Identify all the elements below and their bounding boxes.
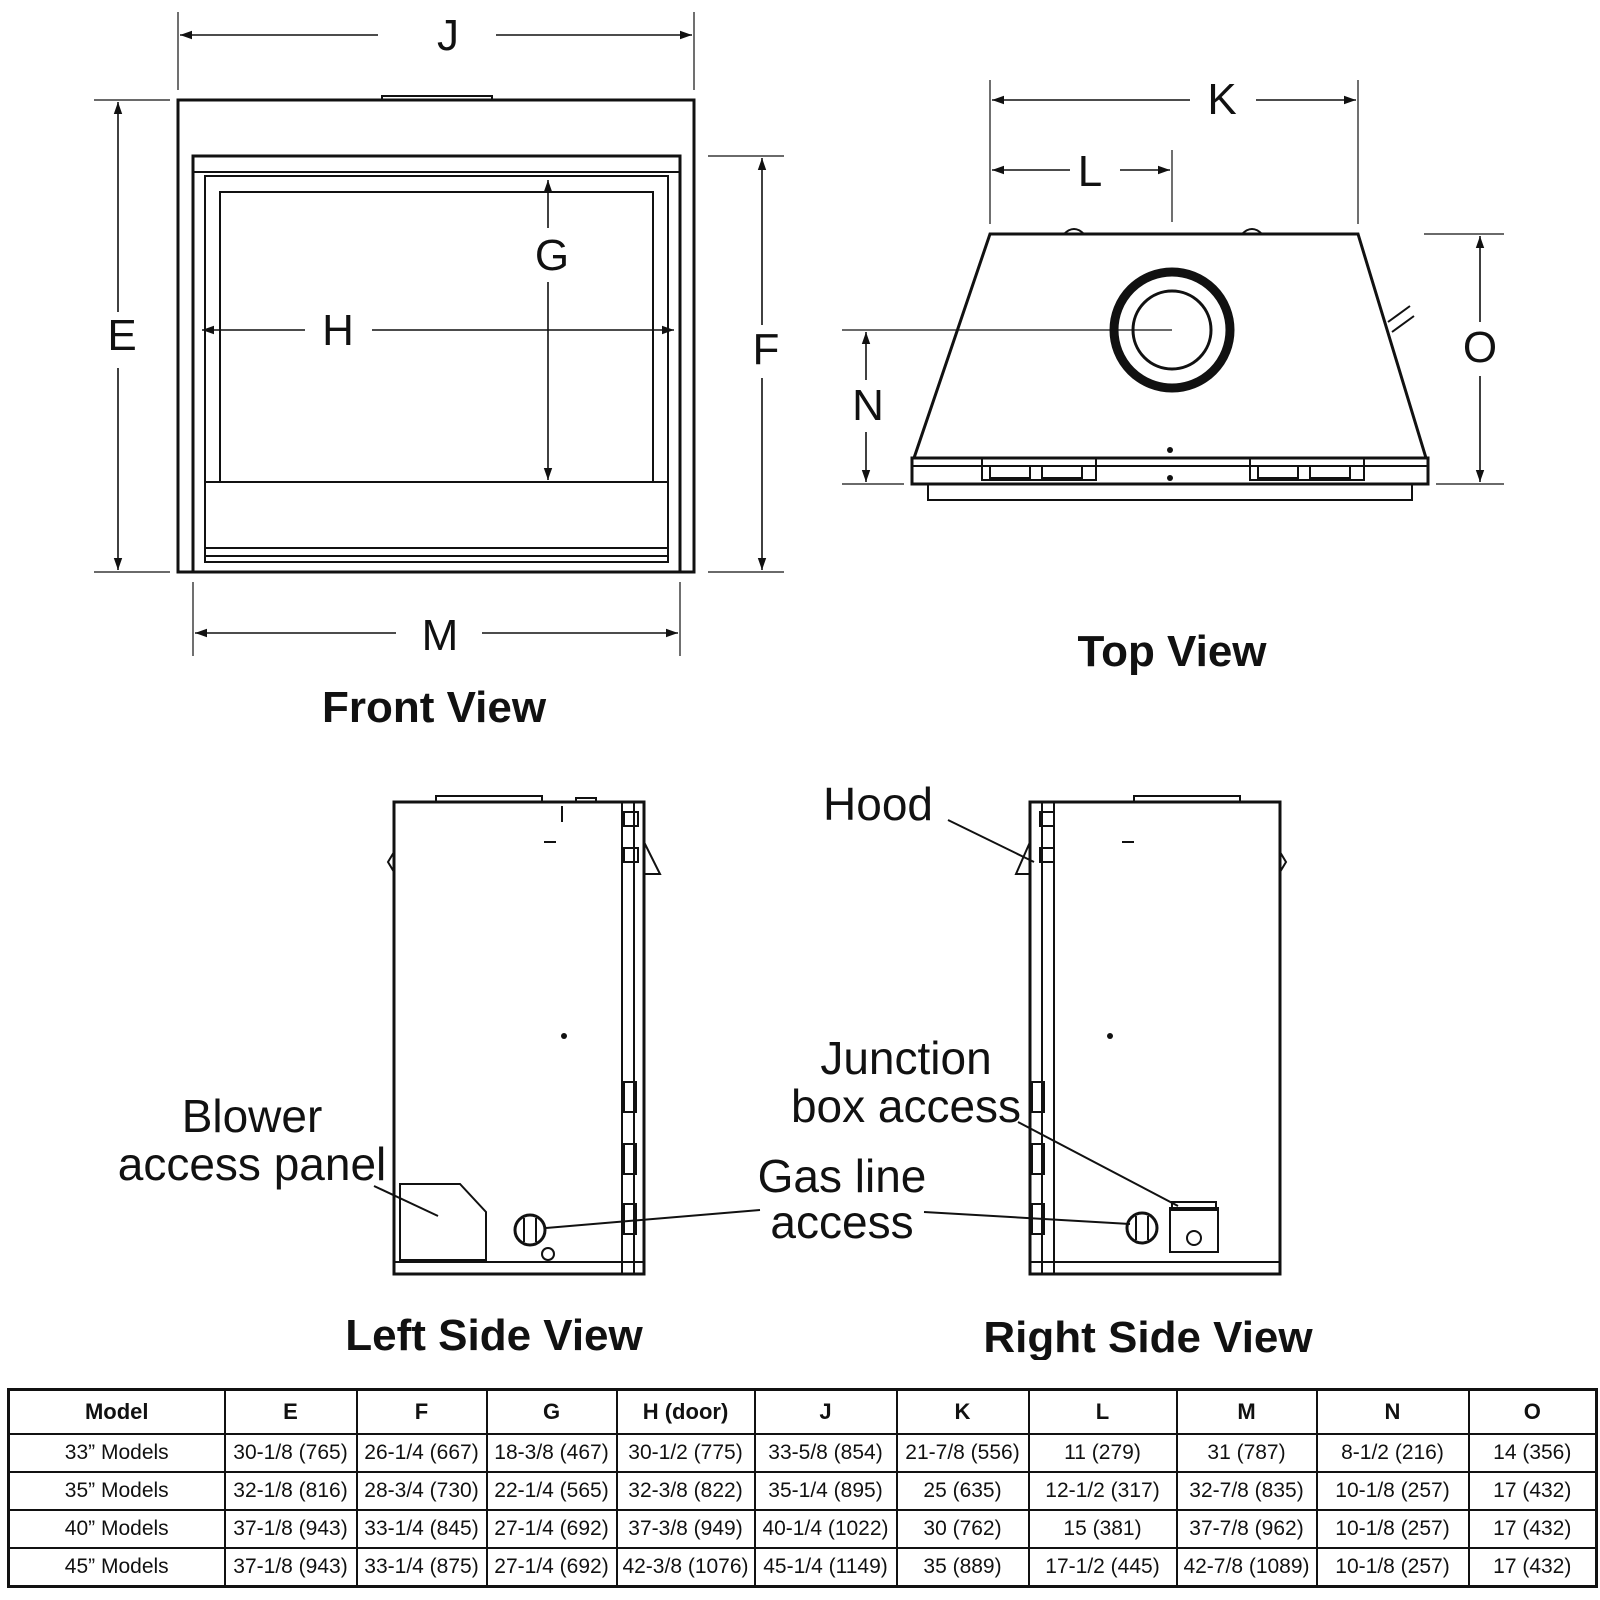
header-e: E xyxy=(223,1388,358,1435)
blower-label-line2: access panel xyxy=(118,1138,387,1190)
table-cell: 40” Models xyxy=(7,1509,226,1549)
junction-label-line2: box access xyxy=(791,1080,1021,1132)
table-row: 40” Models 37-1/8 (943) 33-1/4 (845) 27-… xyxy=(7,1509,1598,1549)
table-cell: 30-1/2 (775) xyxy=(615,1433,756,1473)
dimensions-table: Model E F G H (door) J K L M N O 33” Mod… xyxy=(7,1388,1598,1588)
right-side-view-title: Right Side View xyxy=(983,1313,1313,1360)
table-cell: 21-7/8 (556) xyxy=(895,1433,1030,1473)
dim-label-k: K xyxy=(1207,75,1236,124)
top-view-title: Top View xyxy=(1077,627,1267,676)
table-cell: 32-1/8 (816) xyxy=(223,1471,358,1511)
dim-label-e: E xyxy=(107,311,136,360)
dim-label-m: M xyxy=(422,611,459,660)
table-cell: 14 (356) xyxy=(1467,1433,1598,1473)
table-cell: 15 (381) xyxy=(1027,1509,1178,1549)
dim-label-h: H xyxy=(322,306,354,355)
table-cell: 22-1/4 (565) xyxy=(485,1471,618,1511)
table-cell: 32-3/8 (822) xyxy=(615,1471,756,1511)
table-cell: 42-7/8 (1089) xyxy=(1175,1547,1318,1588)
left-side-view: Blower access panel Left Side View xyxy=(118,795,761,1360)
table-cell: 30 (762) xyxy=(895,1509,1030,1549)
left-side-view-title: Left Side View xyxy=(345,1311,643,1360)
table-cell: 25 (635) xyxy=(895,1471,1030,1511)
table-cell: 17-1/2 (445) xyxy=(1027,1547,1178,1588)
hood-label: Hood xyxy=(823,778,933,830)
front-view: J E F G H M Front View xyxy=(94,11,784,732)
table-cell: 33-5/8 (854) xyxy=(753,1433,898,1473)
dim-label-j: J xyxy=(437,11,459,60)
table-row: 45” Models 37-1/8 (943) 33-1/4 (875) 27-… xyxy=(7,1547,1598,1588)
table-cell: 37-1/8 (943) xyxy=(223,1547,358,1588)
table-cell: 12-1/2 (317) xyxy=(1027,1471,1178,1511)
front-view-title: Front View xyxy=(322,683,547,732)
header-model: Model xyxy=(7,1388,226,1435)
table-header-row: Model E F G H (door) J K L M N O xyxy=(7,1388,1598,1435)
table-cell: 37-3/8 (949) xyxy=(615,1509,756,1549)
table-cell: 10-1/8 (257) xyxy=(1315,1509,1470,1549)
table-cell: 37-7/8 (962) xyxy=(1175,1509,1318,1549)
blower-label-line1: Blower xyxy=(182,1090,323,1142)
dim-label-n: N xyxy=(852,381,884,430)
table-cell: 26-1/4 (667) xyxy=(355,1433,488,1473)
dimension-drawings: J E F G H M Front View xyxy=(94,11,1504,1360)
header-k: K xyxy=(895,1388,1030,1435)
gas-line-label-line2: access xyxy=(770,1196,913,1248)
junction-label-line1: Junction xyxy=(820,1032,991,1084)
header-g: G xyxy=(485,1388,618,1435)
table-cell: 30-1/8 (765) xyxy=(223,1433,358,1473)
dim-label-l: L xyxy=(1078,147,1102,196)
header-l: L xyxy=(1027,1388,1178,1435)
table-cell: 31 (787) xyxy=(1175,1433,1318,1473)
table-cell: 18-3/8 (467) xyxy=(485,1433,618,1473)
header-j: J xyxy=(753,1388,898,1435)
gas-line-label-line1: Gas line xyxy=(758,1150,927,1202)
table-cell: 10-1/8 (257) xyxy=(1315,1471,1470,1511)
table-cell: 28-3/4 (730) xyxy=(355,1471,488,1511)
dim-label-f: F xyxy=(753,325,780,374)
table-cell: 27-1/4 (692) xyxy=(485,1509,618,1549)
table-cell: 33-1/4 (875) xyxy=(355,1547,488,1588)
table-cell: 17 (432) xyxy=(1467,1509,1598,1549)
dim-label-g: G xyxy=(535,231,569,280)
top-view: K L N O Top View xyxy=(842,75,1504,676)
right-side-view: Hood Junction box access Gas line access… xyxy=(758,778,1314,1360)
header-h: H (door) xyxy=(615,1388,756,1435)
table-cell: 35” Models xyxy=(7,1471,226,1511)
table-cell: 35 (889) xyxy=(895,1547,1030,1588)
table-cell: 33” Models xyxy=(7,1433,226,1473)
table-cell: 17 (432) xyxy=(1467,1471,1598,1511)
header-m: M xyxy=(1175,1388,1318,1435)
table-cell: 45-1/4 (1149) xyxy=(753,1547,898,1588)
table-cell: 40-1/4 (1022) xyxy=(753,1509,898,1549)
table-cell: 8-1/2 (216) xyxy=(1315,1433,1470,1473)
table-cell: 35-1/4 (895) xyxy=(753,1471,898,1511)
table-row: 35” Models 32-1/8 (816) 28-3/4 (730) 22-… xyxy=(7,1471,1598,1511)
table-row: 33” Models 30-1/8 (765) 26-1/4 (667) 18-… xyxy=(7,1433,1598,1473)
header-n: N xyxy=(1315,1388,1470,1435)
header-o: O xyxy=(1467,1388,1598,1435)
table-cell: 32-7/8 (835) xyxy=(1175,1471,1318,1511)
dim-label-o: O xyxy=(1463,323,1497,372)
table-cell: 10-1/8 (257) xyxy=(1315,1547,1470,1588)
header-f: F xyxy=(355,1388,488,1435)
table-cell: 42-3/8 (1076) xyxy=(615,1547,756,1588)
table-cell: 33-1/4 (845) xyxy=(355,1509,488,1549)
table-cell: 11 (279) xyxy=(1027,1433,1178,1473)
table-cell: 17 (432) xyxy=(1467,1547,1598,1588)
table-cell: 37-1/8 (943) xyxy=(223,1509,358,1549)
table-cell: 45” Models xyxy=(7,1547,226,1588)
table-cell: 27-1/4 (692) xyxy=(485,1547,618,1588)
